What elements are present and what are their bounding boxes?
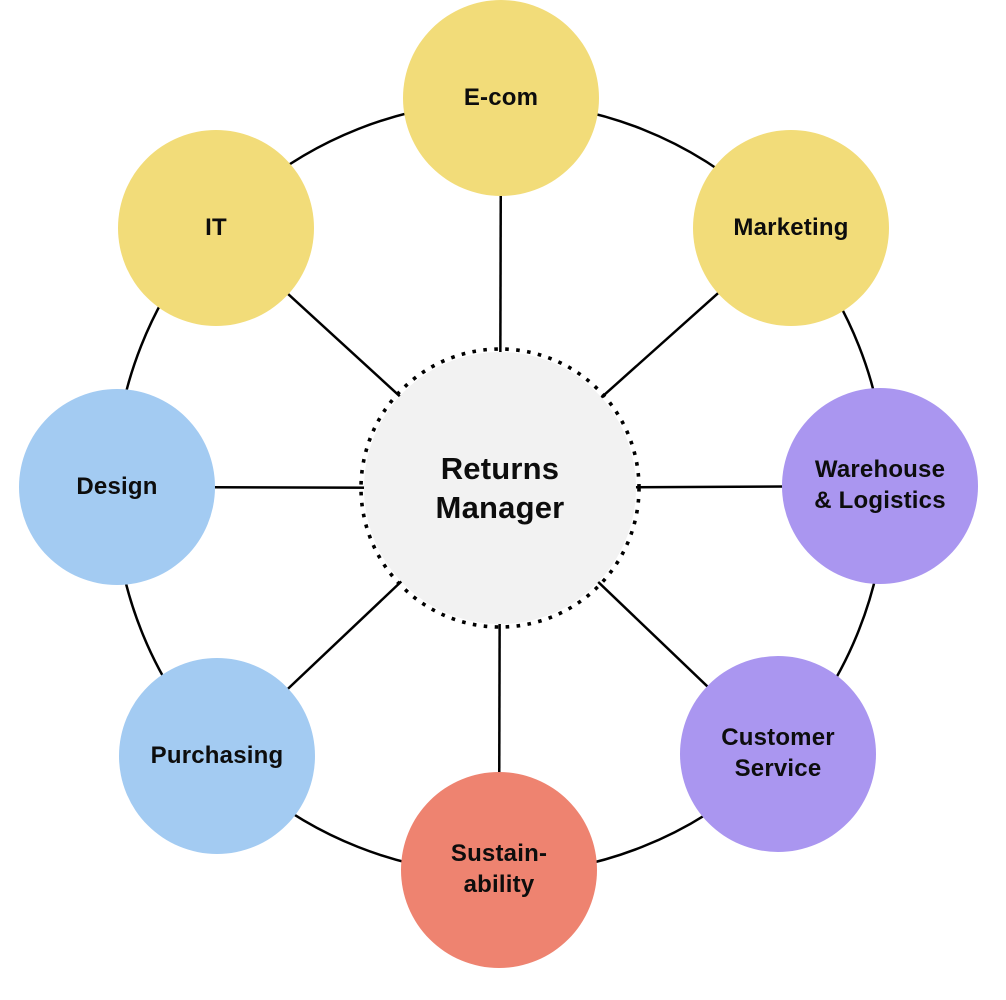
node-purchasing: Purchasing — [119, 658, 315, 854]
node-marketing: Marketing — [693, 130, 889, 326]
node-purchasing-label: Purchasing — [150, 741, 284, 769]
node-design-label: Design — [76, 472, 158, 500]
node-sustainability: Sustain- ability — [401, 772, 597, 968]
node-customer-service-label: Customer Service — [721, 724, 835, 782]
node-warehouse-logistics: Warehouse & Logistics — [782, 388, 978, 584]
center-node-label: Returns Manager — [435, 450, 565, 525]
node-warehouse-logistics-label: Warehouse & Logistics — [814, 456, 946, 514]
node-sustainability-label: Sustain- ability — [450, 840, 548, 898]
node-customer-service: Customer Service — [680, 656, 876, 852]
center-node-dotted-border — [359, 347, 641, 629]
node-it: IT — [118, 130, 314, 326]
node-design: Design — [19, 389, 215, 585]
center-node: Returns Manager — [350, 426, 650, 550]
node-marketing-label: Marketing — [733, 213, 849, 241]
node-e-com: E-com — [403, 0, 599, 196]
node-it-label: IT — [205, 213, 227, 241]
node-e-com-label: E-com — [463, 83, 539, 111]
center-node-circle — [364, 352, 636, 624]
